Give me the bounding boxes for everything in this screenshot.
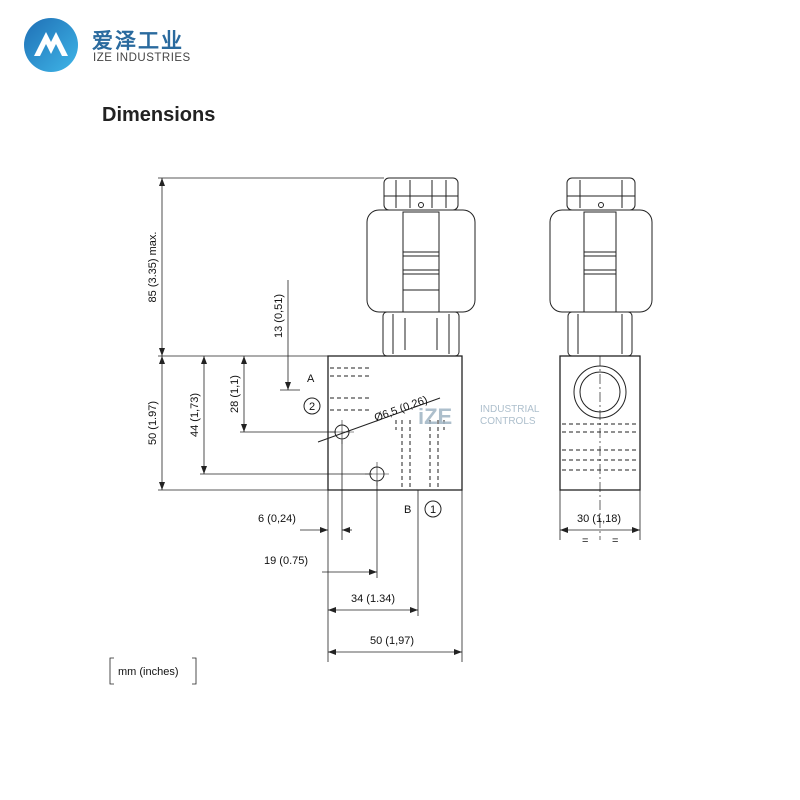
- dim-hole-x2: 34 (1.34): [351, 593, 395, 605]
- port-b-number: 1: [430, 504, 436, 516]
- dim-hole-height: 44 (1,73): [189, 393, 201, 437]
- front-view: [317, 177, 476, 491]
- symmetry-mark-left: =: [582, 535, 588, 547]
- symmetry-mark-right: =: [612, 535, 618, 547]
- dim-body-height: 50 (1.97): [147, 401, 159, 445]
- brand-name-english: IZE INDUSTRIES: [93, 52, 191, 64]
- watermark: iZE INDUSTRIAL CONTROLS: [418, 404, 540, 429]
- dim-port-a-height: 28 (1,1): [229, 375, 241, 413]
- port-b-label: B: [404, 504, 411, 516]
- units-note: mm (inches): [118, 666, 179, 678]
- dimension-lines: [109, 177, 641, 685]
- port-a-label: A: [307, 373, 315, 385]
- dim-height-top: 13 (0,51): [273, 294, 285, 338]
- section-title: Dimensions: [102, 104, 216, 126]
- ize-logo-icon: [20, 16, 82, 74]
- brand-name-chinese: 爱泽工业: [92, 29, 184, 53]
- port-2-marker: [303, 397, 321, 415]
- watermark-mark: iZE: [418, 404, 452, 429]
- dim-hole-x1: 19 (0.75): [264, 555, 308, 567]
- watermark-line1: INDUSTRIAL: [480, 404, 540, 415]
- arrowheads: [159, 178, 640, 655]
- dim-side-width: 30 (1,18): [577, 513, 621, 525]
- dim-port-offset: 6 (0,24): [258, 513, 296, 525]
- dim-body-width: 50 (1,97): [370, 635, 414, 647]
- port-a-number: 2: [309, 401, 315, 413]
- side-view: [549, 177, 653, 540]
- port-1-marker: [424, 500, 442, 518]
- dim-height-max: 85 (3.35) max.: [147, 232, 159, 303]
- watermark-line2: CONTROLS: [480, 416, 536, 427]
